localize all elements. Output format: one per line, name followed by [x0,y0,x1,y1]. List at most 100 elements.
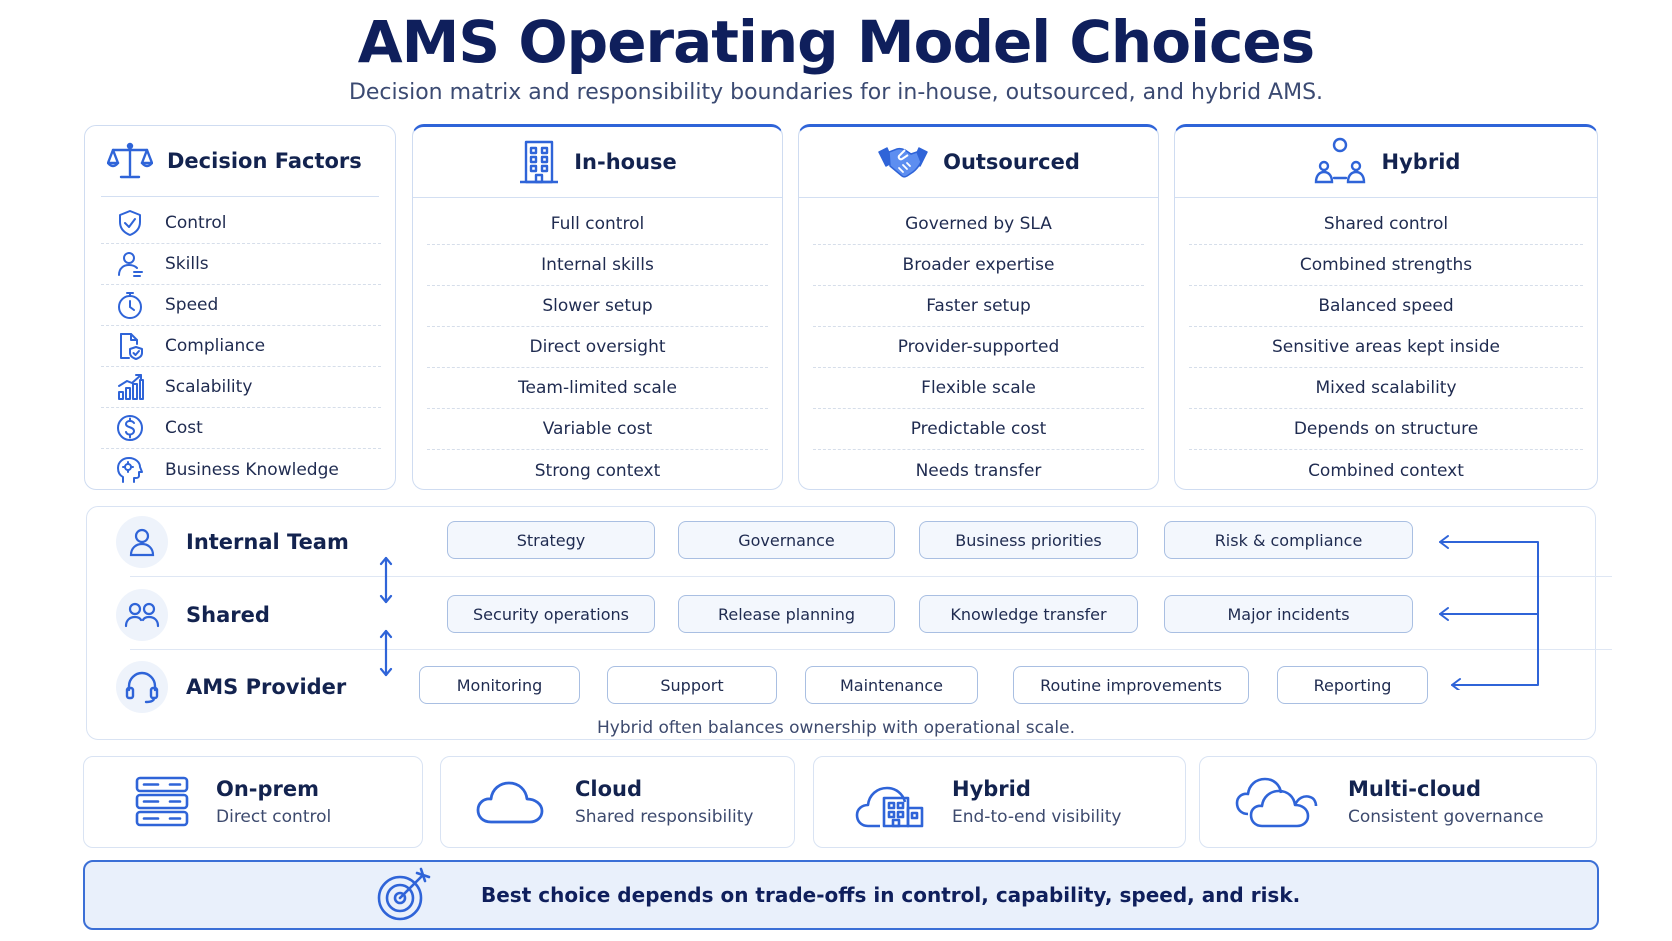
responsibility-pill: Knowledge transfer [919,595,1138,633]
matrix-cell: Sensitive areas kept inside [1189,327,1583,368]
matrix-cell: Depends on structure [1189,409,1583,450]
tier-shared: Shared [116,589,270,641]
tier-label: Internal Team [186,530,349,554]
tier-divider [130,649,1612,650]
conclusion-text: Best choice depends on trade-offs in con… [481,883,1301,907]
scales-icon [107,142,153,179]
matrix-cell: Team-limited scale [427,368,768,409]
double-arrow-icon [379,556,393,604]
people-network-icon [1314,137,1365,184]
hybrid-header: Hybrid [1175,127,1597,197]
responsibility-caption: Hybrid often balances ownership with ope… [596,718,1076,738]
double-arrow-icon [379,629,393,677]
factor-row: Cost [101,408,381,449]
user-icon [129,528,155,557]
matrix-cell: Full control [427,204,768,245]
building-icon [520,140,559,184]
factor-label: Speed [165,295,219,315]
env-desc: Shared responsibility [575,807,754,827]
responsibility-pill: Support [607,666,777,704]
responsibility-pill: Security operations [447,595,655,633]
matrix-cell: Combined strengths [1189,245,1583,286]
env-text: Hybrid End-to-end visibility [952,777,1121,827]
dollar-icon [117,415,143,441]
matrix-cell: Slower setup [427,286,768,327]
factor-row: Scalability [101,367,381,408]
factor-row: Skills [101,244,381,285]
factor-label: Business Knowledge [165,459,339,480]
person-icon [118,252,143,277]
env-title: Cloud [575,777,643,801]
page-subtitle: Decision matrix and responsibility bound… [348,80,1324,105]
env-desc: Consistent governance [1348,807,1544,827]
env-card-multi-cloud: Multi-cloud Consistent governance [1199,756,1597,848]
server-icon [135,776,189,827]
responsibility-panel [86,506,1596,740]
matrix-cell: Internal skills [427,245,768,286]
tier-label: AMS Provider [186,675,347,699]
matrix-cell: Needs transfer [915,460,1042,481]
page-title: AMS Operating Model Choices [357,8,1315,76]
factor-row: Business Knowledge [101,449,381,490]
factor-label: Compliance [165,336,266,356]
responsibility-pill: Risk & compliance [1164,521,1413,559]
env-text: Multi-cloud Consistent governance [1348,777,1544,827]
decision-factors-card: Decision Factors Control Skills Speed Co… [84,125,396,490]
avatar [116,589,168,641]
header-divider [1175,197,1597,198]
in-house-card: In-house Full control Internal skills Sl… [412,124,783,490]
cloud-icon [476,781,544,824]
document-shield-icon [120,333,143,360]
tier-ams-provider: AMS Provider [116,661,346,713]
matrix-cell: Strong context [534,460,661,481]
matrix-cell: Variable cost [427,409,768,450]
factor-label: Cost [165,418,203,438]
cloud-building-icon [855,786,924,828]
responsibility-pill: Reporting [1277,666,1428,704]
matrix-cell: Mixed scalability [1189,368,1583,409]
decision-factors-heading: Decision Factors [167,149,362,173]
matrix-cell: Balanced speed [1189,286,1583,327]
stopwatch-icon [118,292,142,319]
responsibility-pill: Governance [678,521,895,559]
env-card-hybrid: Hybrid End-to-end visibility [813,756,1186,848]
responsibility-pill: Business priorities [919,521,1138,559]
responsibility-pill: Monitoring [419,666,580,704]
hybrid-heading: Hybrid [1381,150,1461,174]
hybrid-card: Hybrid Shared control Combined strengths… [1174,124,1598,490]
factor-row: Compliance [101,326,381,367]
outsourced-heading: Outsourced [943,150,1080,174]
matrix-cell: Combined context [1308,460,1464,481]
factor-row: Speed [101,285,381,326]
header-divider [799,197,1158,198]
matrix-cell: Flexible scale [813,368,1144,409]
multi-cloud-icon [1235,777,1318,828]
env-card-cloud: Cloud Shared responsibility [440,756,795,848]
env-title: On-prem [216,777,320,801]
bar-growth-icon [118,374,144,400]
users-icon [124,602,160,628]
avatar [116,516,168,568]
tier-label: Shared [186,603,270,627]
env-title: Hybrid [952,777,1031,801]
factor-row: Control [101,203,381,244]
target-icon [377,867,431,921]
bracket-arrows [1439,535,1539,690]
env-text: Cloud Shared responsibility [575,777,753,827]
env-card-on-prem: On-prem Direct control [83,756,423,848]
env-desc: Direct control [216,807,332,827]
matrix-cell: Direct oversight [427,327,768,368]
matrix-cell: Provider-supported [813,327,1144,368]
responsibility-pill: Major incidents [1164,595,1413,633]
avatar [116,661,168,713]
outsourced-card: Outsourced Governed by SLA Broader exper… [798,124,1159,490]
matrix-cell: Broader expertise [813,245,1144,286]
head-gears-icon [117,456,143,483]
in-house-heading: In-house [574,150,677,174]
header-divider [101,196,379,197]
header-divider [413,197,782,198]
matrix-cell: Shared control [1189,204,1583,245]
responsibility-pill: Routine improvements [1013,666,1249,704]
env-text: On-prem Direct control [216,777,331,827]
matrix-cell: Faster setup [813,286,1144,327]
